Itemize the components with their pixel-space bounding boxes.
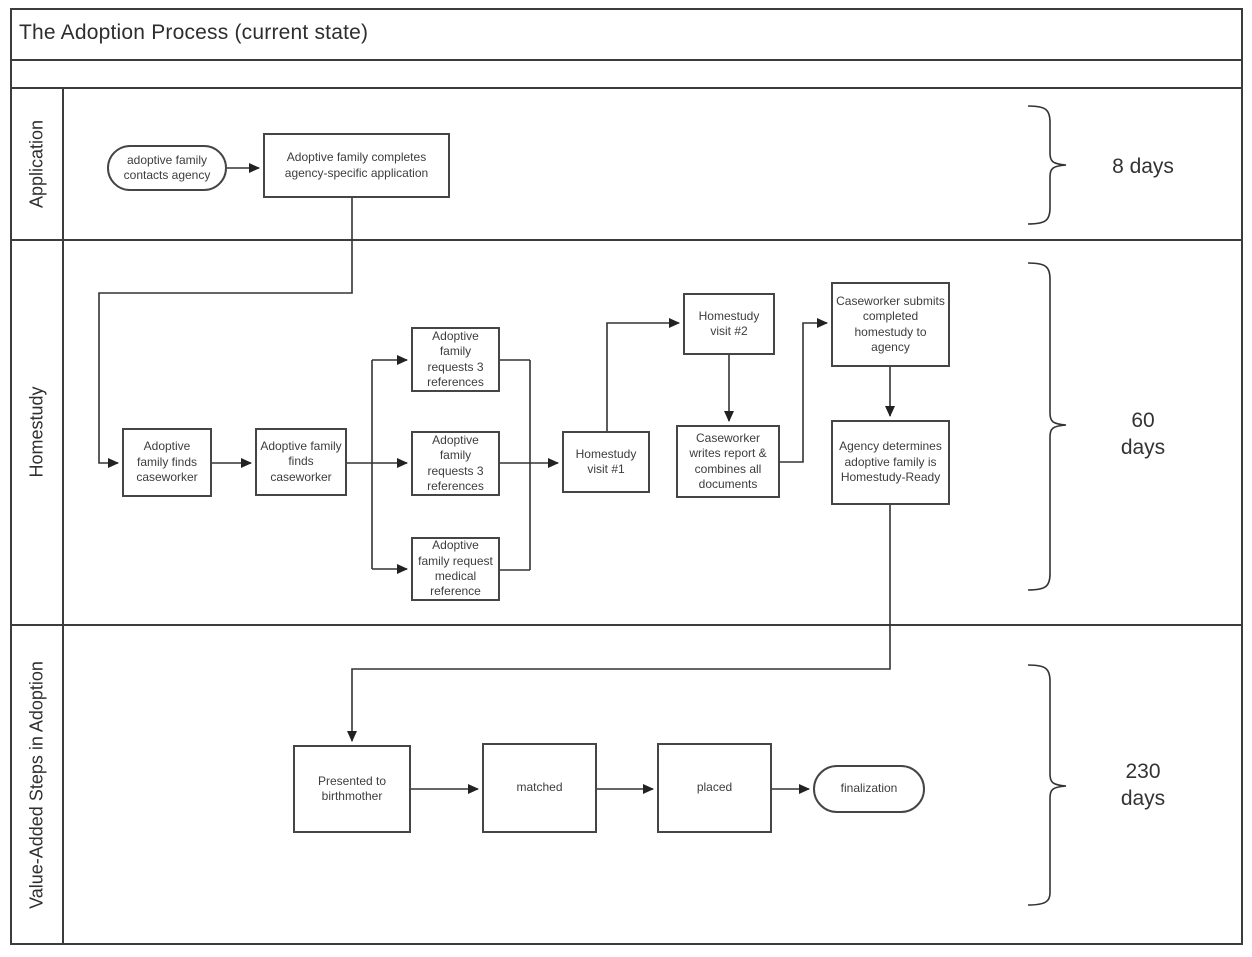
node-placed: placed — [657, 743, 772, 833]
node-finds-caseworker-1: Adoptive family finds caseworker — [122, 428, 212, 497]
node-writes-report: Caseworker writes report & combines all … — [676, 425, 780, 498]
node-homestudy-visit-2: Homestudy visit #2 — [683, 293, 775, 355]
page-title: The Adoption Process (current state) — [19, 21, 369, 44]
lane-divider-homestudy-valueadded — [10, 624, 1243, 626]
lane-divider-application-homestudy — [10, 239, 1243, 241]
frame-top-border — [10, 8, 1243, 10]
duration-value-added-line1: 230 — [1125, 760, 1161, 783]
node-matched: matched — [482, 743, 597, 833]
node-requests-references-2: Adoptive family requests 3 references — [411, 431, 500, 496]
title-divider — [10, 59, 1243, 61]
node-finalization-terminator: finalization — [813, 765, 925, 813]
connector-determines-to-presented — [347, 505, 891, 742]
node-presented-to-birthmother: Presented to birthmother — [293, 745, 411, 833]
duration-homestudy-line1: 60 — [1131, 409, 1155, 432]
duration-homestudy-line2: days — [1120, 436, 1166, 460]
node-requests-medical-reference: Adoptive family request medical referenc… — [411, 537, 500, 601]
node-finds-caseworker-2: Adoptive family finds caseworker — [255, 428, 347, 496]
frame-right-border — [1241, 8, 1243, 945]
connector-application-form-to-finds-caseworker-1 — [98, 198, 353, 468]
node-application-form: Adoptive family completes agency-specifi… — [263, 133, 450, 198]
node-submits-homestudy: Caseworker submits completed homestudy t… — [831, 282, 950, 367]
connector-visit-1-to-visit-2 — [606, 318, 680, 431]
node-requests-references-1: Adoptive family requests 3 references — [411, 327, 500, 392]
frame-left-border — [10, 8, 12, 945]
duration-homestudy: 60 days — [1103, 407, 1183, 462]
connector-writes-report-to-submits — [780, 318, 828, 463]
lane-label-column-divider — [62, 87, 64, 945]
brace-homestudy-duration — [1027, 262, 1067, 591]
frame-bottom-border — [10, 943, 1243, 945]
node-homestudy-visit-1: Homestudy visit #1 — [562, 431, 650, 493]
duration-application-line1: 8 days — [1112, 155, 1174, 178]
node-start-terminator: adoptive family contacts agency — [107, 145, 227, 191]
duration-value-added-line2: days — [1120, 787, 1166, 811]
duration-application: 8 days — [1095, 153, 1191, 180]
header-band-divider — [10, 87, 1243, 89]
duration-value-added: 230 days — [1103, 758, 1183, 813]
brace-value-added-duration — [1027, 664, 1067, 906]
brace-application-duration — [1027, 105, 1067, 225]
node-determines-ready: Agency determines adoptive family is Hom… — [831, 420, 950, 505]
